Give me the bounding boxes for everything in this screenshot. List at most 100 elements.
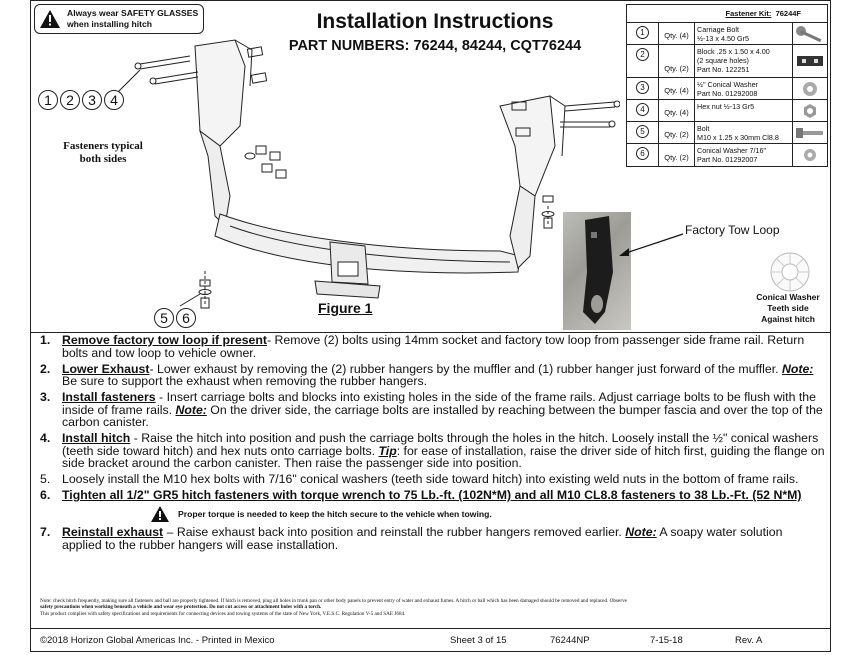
- fastener-desc-line: Bolt: [697, 124, 710, 133]
- figure-1: 1 2 3 4 Fasteners typical both sides 5 6…: [30, 36, 620, 328]
- callout-number: 3: [82, 90, 102, 110]
- figure-label: Figure 1: [318, 300, 373, 316]
- step-1: 1. Remove factory tow loop if present- R…: [40, 334, 825, 359]
- fastener-desc: Bolt M10 x 1.25 x 30mm Cl8.8: [695, 122, 793, 143]
- fastener-number: 6: [636, 147, 649, 160]
- hitch-drawing: [117, 39, 620, 309]
- fastener-qty: Qty. (2): [659, 122, 695, 143]
- copyright: ©2018 Horizon Global Americas Inc. - Pri…: [40, 635, 275, 646]
- part-numbers: PART NUMBERS: 76244, 84244, CQT76244: [288, 38, 582, 54]
- fastener-number: 1: [636, 26, 649, 39]
- fastener-qty: Qty. (4): [659, 23, 695, 44]
- callout-number: 2: [60, 90, 80, 110]
- washer-label-line: Conical Washer: [756, 292, 820, 302]
- tow-loop-arrow: [619, 233, 684, 256]
- tow-loop-label: Factory Tow Loop: [685, 223, 780, 237]
- step-text: - Lower exhaust by removing the (2) rubb…: [149, 361, 782, 376]
- fastener-desc-line: Part No. 01292007: [697, 155, 758, 164]
- step-title: Install fasteners: [62, 390, 156, 404]
- step-6: 6. Tighten all 1/2" GR5 hitch fasteners …: [40, 489, 825, 502]
- revision: Rev. A: [735, 635, 763, 646]
- callout-number: 4: [104, 90, 124, 110]
- step-5: 5. Loosely install the M10 hex bolts wit…: [40, 473, 825, 486]
- torque-warning-text: Proper torque is needed to keep the hitc…: [178, 508, 492, 519]
- fastener-kit-header: Fastener Kit: 76244F: [627, 5, 827, 23]
- callout-number: 1: [38, 90, 58, 110]
- fastener-kit-table: Fastener Kit: 76244F 1 Qty. (4) Carriage…: [626, 4, 828, 167]
- fine-print-line: safety precautions when working beneath …: [40, 604, 322, 611]
- document-number: 76244NP: [550, 635, 590, 646]
- step-tip-label: Tip: [378, 443, 397, 458]
- fastener-row: 1 Qty. (4) Carriage Bolt ½-13 x 4.50 Gr5: [627, 23, 827, 45]
- fastener-row: 4 Qty. (4) Hex nut ½-13 Gr5: [627, 100, 827, 122]
- step-number: 3.: [40, 390, 51, 404]
- step-text: - Insert carriage bolts and blocks into …: [62, 390, 816, 417]
- fastener-qty: Qty. (4): [659, 78, 695, 99]
- step-number: 5.: [40, 472, 51, 486]
- fastener-qty: Qty. (4): [659, 100, 695, 121]
- step-tip-text: : for ease of installation, raise the dr…: [62, 443, 825, 470]
- step-3: 3. Install fasteners - Insert carriage b…: [40, 391, 825, 429]
- section-divider: [30, 332, 831, 333]
- step-title: Install hitch: [62, 431, 131, 445]
- safety-glasses-box: Always wear SAFETY GLASSES when installi…: [34, 4, 204, 34]
- instruction-sheet: Always wear SAFETY GLASSES when installi…: [30, 0, 831, 655]
- step-number: 2.: [40, 361, 51, 376]
- step-number: 7.: [40, 525, 51, 539]
- fastener-desc: ½" Conical Washer Part No. 01292008: [695, 78, 793, 99]
- fastener-qty: Qty. (2): [659, 45, 695, 77]
- conical-washer-icon: [804, 149, 816, 161]
- instruction-steps: 1. Remove factory tow loop if present- R…: [40, 334, 825, 555]
- fastener-desc: Block .25 x 1.50 x 4.00 (2 square holes)…: [695, 45, 793, 77]
- footer: ©2018 Horizon Global Americas Inc. - Pri…: [30, 628, 831, 652]
- fastener-kit-label: Fastener Kit:: [725, 9, 772, 18]
- fastener-desc: Carriage Bolt ½-13 x 4.50 Gr5: [695, 23, 793, 44]
- fastener-row: 5 Qty. (2) Bolt M10 x 1.25 x 30mm Cl8.8: [627, 122, 827, 144]
- fastener-desc: Conical Washer 7/16" Part No. 01292007: [695, 144, 793, 166]
- step-note-text: Be sure to support the exhaust when remo…: [62, 374, 428, 388]
- fastener-desc-line: M10 x 1.25 x 30mm Cl8.8: [697, 133, 779, 142]
- fastener-desc-line: ½" Conical Washer: [697, 80, 759, 89]
- step-2: 2. Lower Exhaust- Lower exhaust by remov…: [40, 361, 825, 388]
- step-number: 1.: [40, 333, 51, 347]
- callout-number: 5: [154, 308, 174, 328]
- fastener-number: 3: [636, 81, 649, 94]
- fastener-desc: Hex nut ½-13 Gr5: [695, 100, 793, 121]
- step-text: Loosely install the M10 hex bolts with 7…: [62, 472, 799, 486]
- fasteners-typical-line: Fasteners typical: [63, 140, 143, 152]
- conical-washer-label: Conical Washer Teeth side Against hitch: [748, 292, 828, 325]
- fastener-desc-line: Conical Washer 7/16": [697, 146, 767, 155]
- fastener-desc-line: (2 square holes): [697, 56, 749, 65]
- step-text: Tighten all 1/2" GR5 hitch fasteners wit…: [62, 488, 802, 502]
- step-text: – Raise exhaust back into position and r…: [163, 525, 626, 539]
- fastener-number: 2: [636, 48, 649, 61]
- fastener-kit-number: 76244F: [775, 9, 801, 18]
- fastener-desc-line: Part No. 01292008: [697, 89, 758, 98]
- hex-nut-icon: [804, 103, 816, 118]
- step-title: Lower Exhaust: [62, 361, 150, 376]
- fastener-number: 5: [636, 125, 649, 138]
- conical-washer-detail-icon: [770, 252, 810, 292]
- block-icon: [797, 56, 823, 66]
- callout-bottom-fasteners: 5 6: [154, 308, 196, 328]
- fine-print-line: Note: check hitch frequently, making sur…: [40, 598, 627, 604]
- fastener-number: 4: [636, 103, 649, 116]
- sheet-number: Sheet 3 of 15: [450, 635, 507, 646]
- conical-washer-icon: [803, 81, 817, 96]
- fastener-row: 3 Qty. (4) ½" Conical Washer Part No. 01…: [627, 78, 827, 100]
- document-date: 7-15-18: [650, 635, 683, 646]
- callout-number: 6: [176, 308, 196, 328]
- step-7: 7. Reinstall exhaust – Raise exhaust bac…: [40, 526, 825, 551]
- fastener-desc-line: Block .25 x 1.50 x 4.00: [697, 47, 770, 56]
- tow-loop-photo: [563, 212, 631, 330]
- fastener-desc-line: Part No. 122251: [697, 65, 750, 74]
- fasteners-typical-note: Fasteners typical both sides: [58, 140, 148, 166]
- fastener-desc-line: Carriage Bolt: [697, 25, 739, 34]
- fine-print: Note: check hitch frequently, making sur…: [40, 598, 825, 617]
- warning-icon: [40, 10, 60, 28]
- step-number: 4.: [40, 431, 51, 445]
- step-note-label: Note:: [781, 361, 814, 376]
- carriage-bolt-icon: [796, 25, 822, 42]
- torque-warning: Proper torque is needed to keep the hitc…: [150, 505, 825, 523]
- step-number: 6.: [40, 488, 51, 502]
